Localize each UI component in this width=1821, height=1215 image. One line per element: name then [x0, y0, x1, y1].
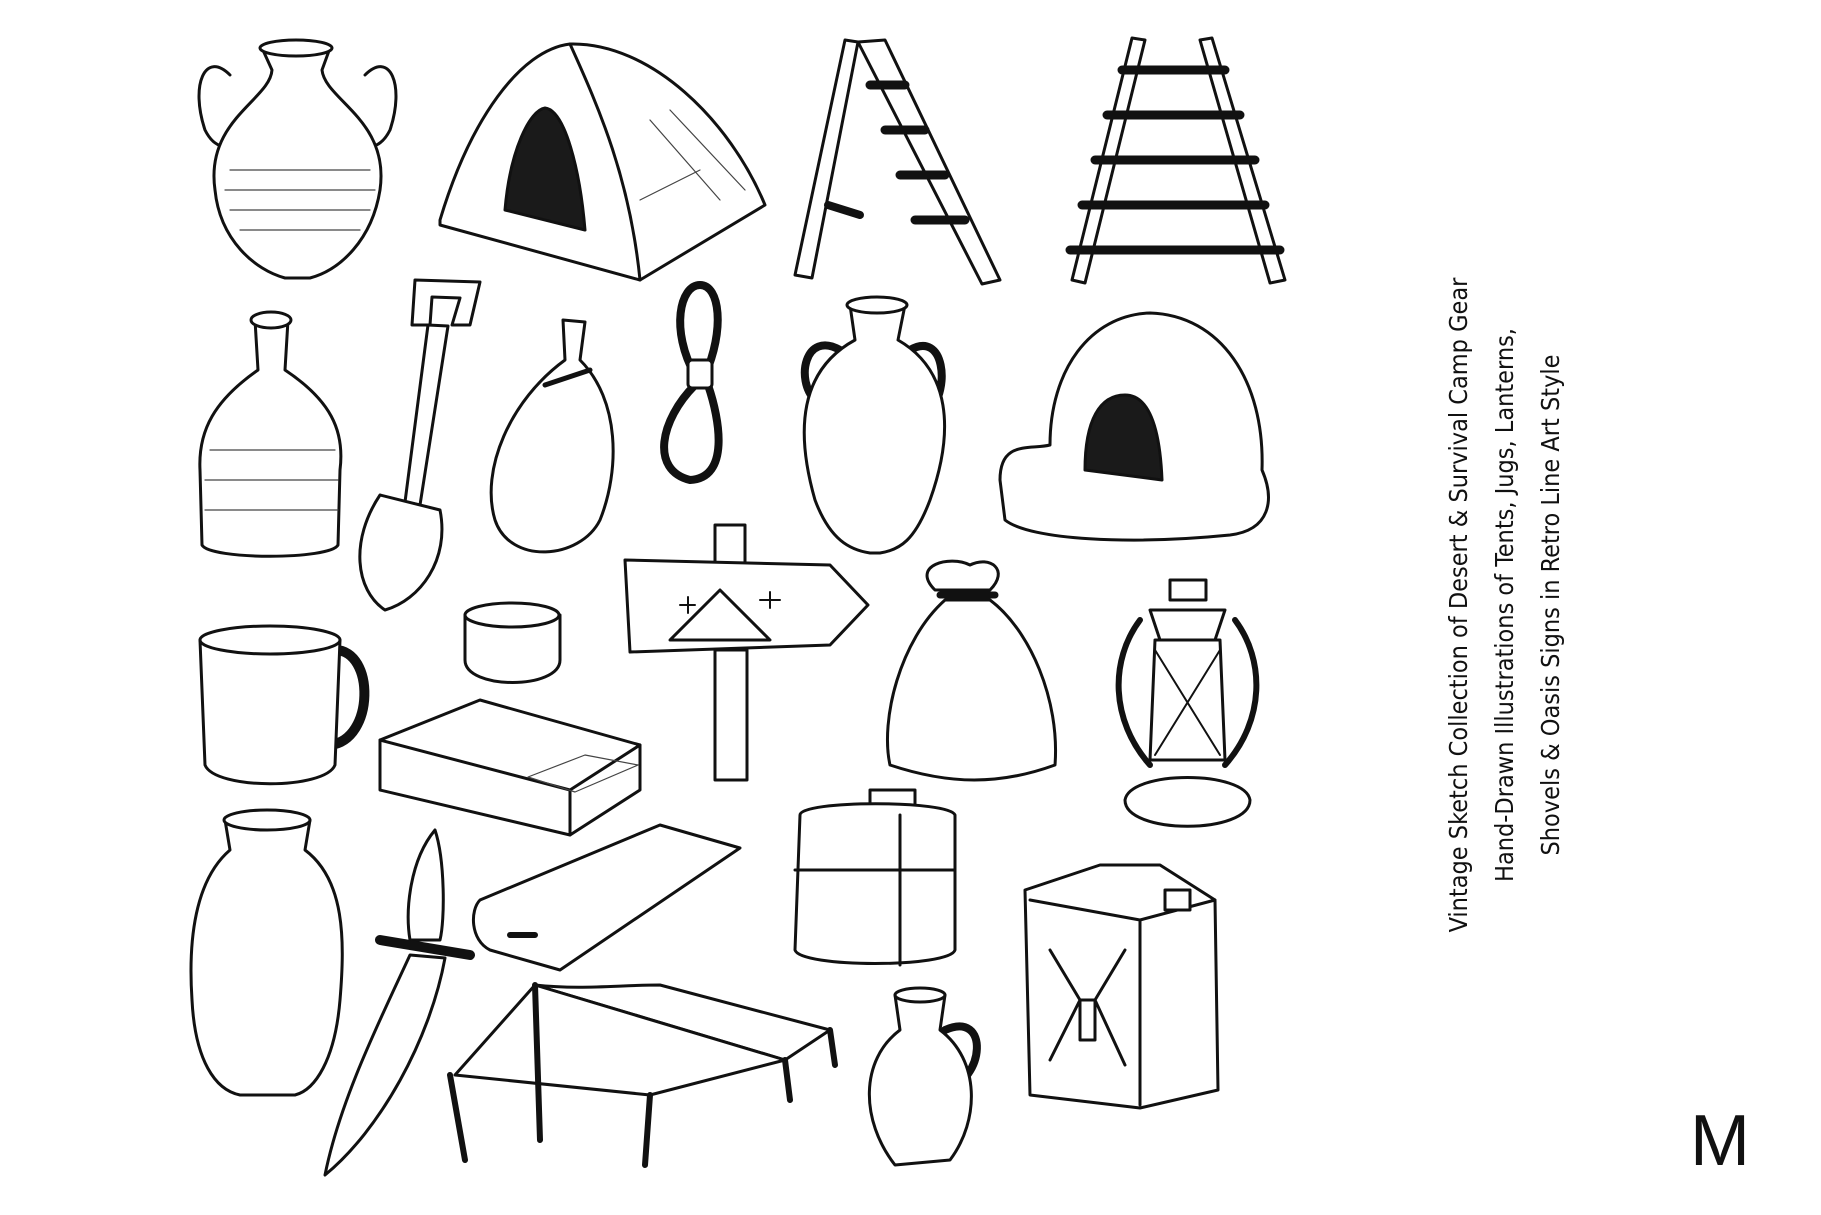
- amphora-illustration: [197, 38, 398, 280]
- sleeping-mat-illustration: [471, 823, 742, 972]
- tent-illustration: [438, 42, 767, 282]
- tarp-shelter-illustration: [447, 982, 838, 1168]
- caption-line-3: Shovels & Oasis Signs in Retro Line Art …: [1536, 354, 1565, 856]
- caption-line-1: Vintage Sketch Collection of Desert & Su…: [1444, 277, 1473, 933]
- tin-can-illustration: [463, 601, 562, 684]
- brand-logo: M: [1690, 1101, 1750, 1181]
- jug-illustration: [867, 986, 981, 1167]
- jerrycan-illustration: [1023, 863, 1220, 1110]
- caption: Vintage Sketch Collection of Desert & Su…: [1436, 185, 1574, 1025]
- matchbox-illustration: [378, 698, 642, 837]
- sack-illustration: [886, 559, 1058, 782]
- vase-illustration: [189, 808, 344, 1097]
- caption-line-2: Hand-Drawn Illustrations of Tents, Jugs,…: [1490, 328, 1519, 882]
- water-flask-illustration: [489, 318, 615, 554]
- bottle-illustration: [198, 310, 343, 558]
- rope-illustration: [660, 281, 723, 484]
- cooler-box-illustration: [793, 788, 957, 967]
- knife-illustration: [323, 828, 475, 1177]
- amphora-illustration-2: [800, 295, 947, 555]
- clay-oven-illustration: [998, 311, 1270, 542]
- step-ladder-illustration: [793, 38, 1002, 286]
- shovel-illustration: [358, 278, 482, 612]
- ladder-illustration: [1065, 36, 1287, 285]
- mug-illustration: [198, 624, 370, 786]
- signpost-illustration: [623, 523, 870, 782]
- lantern-illustration: [1115, 578, 1260, 828]
